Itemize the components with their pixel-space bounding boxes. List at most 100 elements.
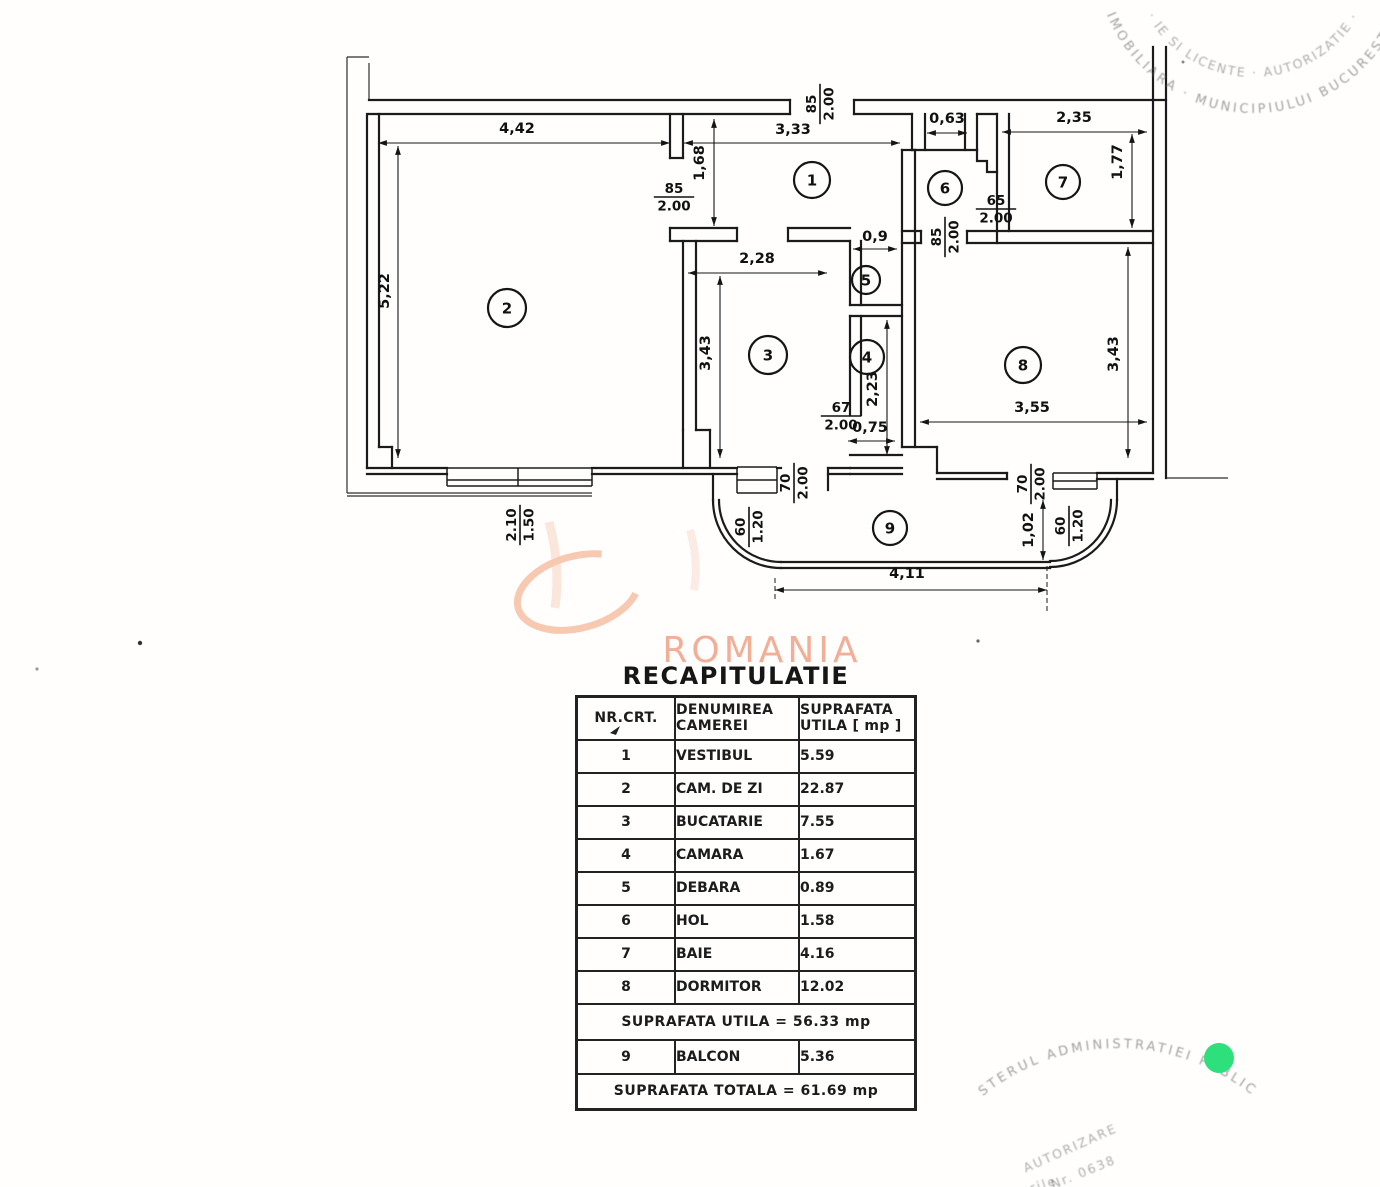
door-size-numerator: 60 (733, 518, 749, 537)
windows (446, 466, 1098, 494)
room-number: 1 (792, 160, 832, 200)
room-number-circle (1003, 345, 1043, 385)
door-size-denominator: 2.00 (824, 418, 857, 434)
dimension: 3,55 (920, 400, 1147, 425)
total-text: SUPRAFATA TOTALA = 61.69 mp (575, 1072, 917, 1111)
dimension-label: 1,68 (692, 145, 708, 181)
row-name: CAM. DE ZI (674, 771, 800, 807)
walls (365, 45, 1168, 502)
room-number-label: 1 (807, 172, 817, 190)
plan-contour (346, 56, 1228, 497)
row-nr: 3 (575, 804, 676, 840)
watermark-stroke (544, 520, 562, 609)
room-number: 3 (747, 334, 789, 376)
dimension: 2,28 (688, 251, 827, 276)
room-number-circle (486, 287, 528, 329)
dimension-label: 0,9 (862, 229, 888, 245)
dimension-label: 3,43 (698, 335, 714, 371)
door-size-denominator: 1.50 (522, 508, 538, 541)
subtotal-row: SUPRAFATA UTILA = 56.33 mp (575, 1002, 917, 1041)
room-number-circle (747, 334, 789, 376)
row-area: 1.67 (798, 837, 917, 873)
watermark-romania-text: ROMANIA (662, 630, 861, 671)
room-number: 4 (848, 338, 886, 376)
room-number-label: 5 (861, 272, 871, 290)
dimension-label: 0,75 (852, 420, 888, 436)
door-size-denominator: 2.00 (796, 466, 812, 499)
dimension: 2,23 (865, 320, 890, 455)
dimension: 0,63 (927, 111, 967, 136)
row-nr: 2 (575, 771, 676, 807)
door-size-denominator: 2.00 (979, 211, 1012, 227)
dimension: 2,35 (1002, 110, 1147, 135)
stamp-bottom-line3: urile (1018, 1173, 1058, 1187)
recap-header-row: NR.CRT. DENUMIREA CAMEREI SUPRAFATA UTIL… (575, 695, 917, 741)
door-size-denominator: 2.00 (657, 199, 690, 215)
total-row: SUPRAFATA TOTALA = 61.69 mp (575, 1072, 917, 1111)
watermark-logo: ROMANIA (513, 520, 861, 671)
dimension-label: 2,28 (739, 251, 775, 267)
header-suprafata-line1: SUPRAFATA (800, 702, 894, 719)
header-denumirea-line1: DENUMIREA (676, 702, 774, 719)
dimension-label: 3,55 (1014, 400, 1050, 416)
door-size-numerator: 85 (929, 228, 945, 247)
room-number-circle (871, 509, 909, 547)
balcony-area: 5.36 (798, 1038, 917, 1075)
recap-table: NR.CRT. DENUMIREA CAMEREI SUPRAFATA UTIL… (575, 695, 917, 1111)
door-size-denominator: 2.00 (822, 87, 838, 120)
balcony-row: 9 BALCON 5.36 (575, 1038, 917, 1075)
door-size-fraction: 652.00 (975, 193, 1017, 227)
dimension: 4,42 (378, 121, 670, 146)
dimension: 3,33 (684, 122, 900, 146)
dimension-label: 1,77 (1110, 144, 1126, 180)
dimension-label: 4,11 (889, 566, 925, 582)
row-nr: 6 (575, 903, 676, 939)
dimension-label: 4,42 (499, 121, 535, 137)
watermark-swoosh (513, 550, 643, 634)
room-number: 5 (850, 264, 882, 296)
row-area: 0.89 (798, 870, 917, 906)
row-area: 12.02 (798, 969, 917, 1005)
balcony-outline (711, 498, 1119, 612)
dimension-label: 2,35 (1056, 110, 1092, 126)
dimension-label: 3,33 (775, 122, 811, 138)
room-number-label: 3 (763, 347, 773, 365)
dimension: 4,11 (775, 566, 1047, 593)
row-nr: 5 (575, 870, 676, 906)
room-number: 8 (1003, 345, 1043, 385)
header-suprafata: SUPRAFATA UTILA [ mp ] (798, 695, 917, 741)
room-number: 9 (871, 509, 909, 547)
dimension: 0,75 (848, 420, 895, 444)
row-name: VESTIBUL (674, 738, 800, 774)
dimension: 1,77 (1110, 134, 1135, 228)
dimension: 0,9 (853, 229, 897, 252)
dimension-label: 0,63 (929, 111, 965, 127)
door-size-denominator: 1.20 (1071, 509, 1087, 542)
header-nr-crt: NR.CRT. (575, 695, 676, 741)
row-name: DORMITOR (674, 969, 800, 1005)
room-number-label: 2 (502, 300, 512, 318)
row-name: DEBARA (674, 870, 800, 906)
door-size-numerator: 70 (1015, 475, 1031, 494)
room-number-label: 6 (940, 180, 950, 198)
door-size-denominator: 2.00 (947, 220, 963, 253)
dimension-label: 2,23 (865, 371, 881, 407)
watermark-stroke (686, 528, 700, 591)
room-number-circle (926, 169, 964, 207)
dimension-label: 1,02 (1021, 512, 1037, 548)
stamp-top-inner-text: · IE SI LICENTE · AUTORIZATIE · (1145, 9, 1360, 80)
room-number: 7 (1044, 163, 1082, 201)
row-area: 1.58 (798, 903, 917, 939)
